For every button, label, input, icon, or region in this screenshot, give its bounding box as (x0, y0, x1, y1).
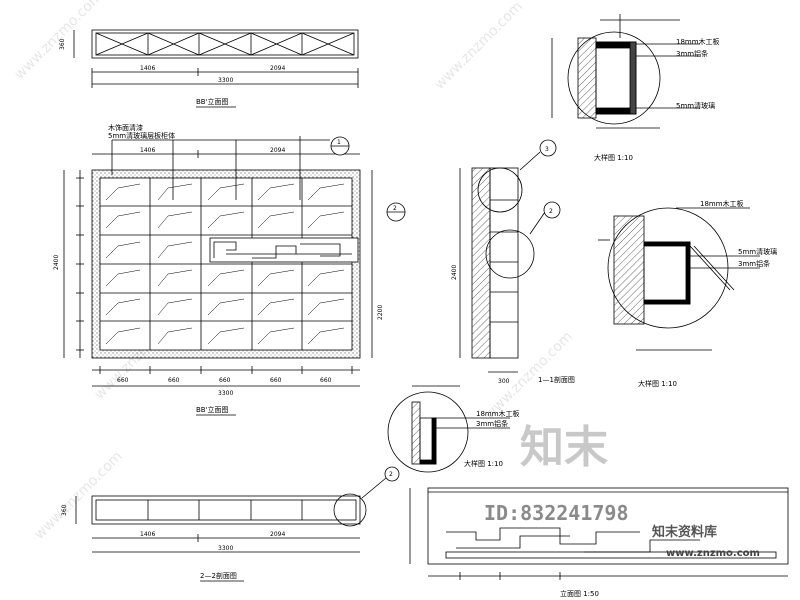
section-2-2 (75, 466, 400, 553)
top-dim-right: 2094 (270, 65, 285, 72)
detail-a (551, 14, 700, 129)
watermark-brand: 知末 (520, 422, 608, 473)
callout-main-2-label: 2 (393, 205, 397, 212)
main-dim-height: 2400 (53, 255, 60, 270)
section1-dim-height: 2400 (451, 265, 458, 280)
main-dim-left: 1406 (140, 147, 155, 154)
top-elevation (73, 29, 359, 88)
detail-b (598, 207, 760, 351)
detail-a-title: 大样图 1:10 (594, 153, 633, 162)
top-dim-left: 1406 (140, 65, 155, 72)
top-dim-depth: 360 (59, 38, 66, 50)
main-elevation-title: BB'立面图 (196, 405, 229, 414)
detail-c-title: 大样图 1:10 (464, 459, 503, 468)
main-dim-inner: 2200 (377, 305, 384, 320)
main-dim-total: 3300 (218, 390, 233, 397)
callout-main-top (330, 136, 406, 222)
diag-watermark-2: www.znzmo.com (432, 0, 526, 93)
section2-dim-left: 1406 (140, 531, 155, 538)
main-dim-module-2: 660 (168, 377, 180, 384)
main-dim-right: 2094 (270, 147, 285, 154)
detail-d-title: 立面图 1:50 (560, 589, 599, 598)
section1-callout-a: 3 (545, 146, 549, 153)
main-dim-module-3: 660 (219, 377, 231, 384)
top-elevation-title: BB'立面图 (196, 97, 229, 106)
detail-d (409, 487, 789, 580)
detail-a-label-3: 5mm清玻璃 (676, 101, 715, 110)
main-dim-module-4: 660 (270, 377, 282, 384)
section-1-1-title: 1—1剖面图 (538, 375, 575, 384)
top-dim-total: 3300 (218, 77, 233, 84)
main-dim-module-5: 660 (320, 377, 332, 384)
section1-dim-depth: 300 (498, 378, 510, 385)
watermark-site: 知末资料库 (652, 524, 717, 540)
section1-callout-b: 2 (549, 208, 553, 215)
section2-dim-right: 2094 (270, 531, 285, 538)
main-note-2: 5mm清玻璃层板柜体 (108, 131, 175, 140)
watermark-id: ID:832241798 (484, 501, 629, 525)
section2-callout: 2 (389, 471, 393, 478)
main-dim-module-1: 660 (117, 377, 129, 384)
section2-dim-depth: 360 (61, 504, 68, 516)
section-2-2-title: 2—2剖面图 (200, 571, 237, 580)
detail-a-label-1: 18mm木工板 (676, 37, 720, 46)
brand-watermark: 知末 ID:832241798 知末资料库 www.znzmo.com (484, 422, 760, 559)
detail-b-label-2: 5mm清玻璃 (738, 247, 777, 256)
detail-b-label-1: 18mm木工板 (700, 199, 744, 208)
main-elevation (63, 136, 373, 387)
detail-c-label-2: 3mm铝条 (476, 419, 508, 428)
watermark-url: www.znzmo.com (666, 548, 760, 559)
callout-main-1-label: 1 (337, 139, 341, 146)
detail-a-label-2: 3mm铝条 (676, 49, 708, 58)
detail-b-title: 大样图 1:10 (638, 379, 677, 388)
main-note-1: 木饰面清漆 (108, 123, 143, 132)
detail-c (387, 385, 510, 473)
section-1-1 (459, 139, 561, 373)
section2-dim-total: 3300 (218, 545, 233, 552)
detail-c-label-1: 18mm木工板 (476, 409, 520, 418)
detail-b-label-3: 3mm铝条 (738, 259, 770, 268)
